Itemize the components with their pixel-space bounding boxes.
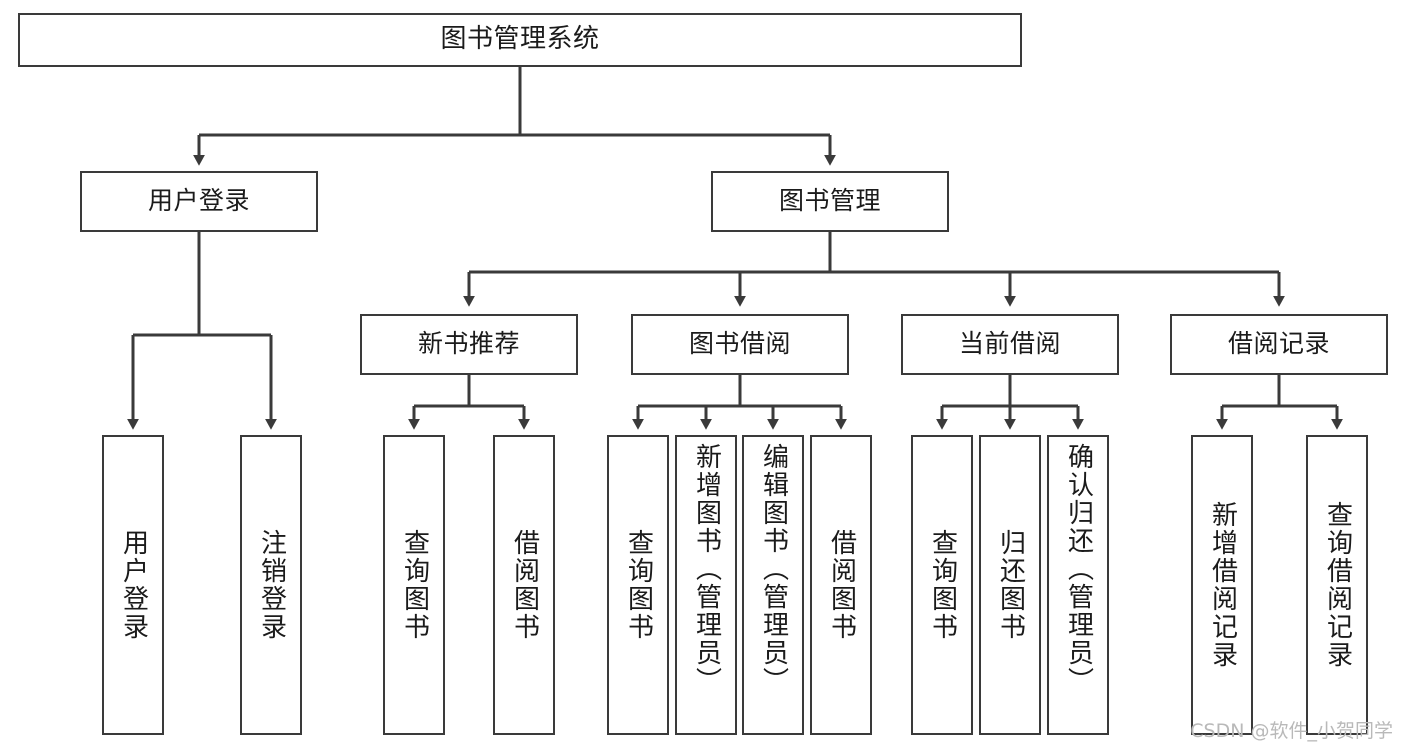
node-leaf-query-book-2-label: 查询图书 (623, 529, 654, 641)
node-book-borrow[interactable]: 图书借阅 (631, 314, 849, 375)
node-leaf-user-login[interactable]: 用户登录 (102, 435, 164, 735)
node-leaf-edit-book-label: 编辑图书（管理员） (758, 443, 789, 695)
node-leaf-query-book-3-label: 查询图书 (927, 529, 958, 641)
watermark: CSDN @软件_小贺同学 (1190, 720, 1393, 742)
node-leaf-query-book-1-label: 查询图书 (399, 529, 430, 641)
node-leaf-borrow-book-2[interactable]: 借阅图书 (810, 435, 872, 735)
node-leaf-user-logout[interactable]: 注销登录 (240, 435, 302, 735)
node-leaf-add-record-label: 新增借阅记录 (1207, 501, 1238, 669)
node-leaf-edit-book[interactable]: 编辑图书（管理员） (742, 435, 804, 735)
node-leaf-query-book-3[interactable]: 查询图书 (911, 435, 973, 735)
node-leaf-query-book-1[interactable]: 查询图书 (383, 435, 445, 735)
node-leaf-add-book[interactable]: 新增图书（管理员） (675, 435, 737, 735)
node-leaf-add-book-label: 新增图书（管理员） (691, 443, 722, 695)
node-current-borrow-label: 当前借阅 (958, 329, 1061, 359)
node-leaf-borrow-book-1[interactable]: 借阅图书 (493, 435, 555, 735)
node-user-login[interactable]: 用户登录 (80, 171, 318, 232)
node-new-book-recommend-label: 新书推荐 (417, 329, 520, 359)
node-borrow-record-label: 借阅记录 (1227, 329, 1330, 359)
node-book-manage[interactable]: 图书管理 (711, 171, 949, 232)
node-book-borrow-label: 图书借阅 (688, 329, 791, 359)
node-root[interactable]: 图书管理系统 (18, 13, 1022, 67)
node-leaf-query-record-label: 查询借阅记录 (1322, 501, 1353, 669)
node-root-label: 图书管理系统 (440, 24, 600, 55)
node-leaf-return-book-label: 归还图书 (995, 529, 1026, 641)
node-leaf-query-book-2[interactable]: 查询图书 (607, 435, 669, 735)
node-borrow-record[interactable]: 借阅记录 (1170, 314, 1388, 375)
node-current-borrow[interactable]: 当前借阅 (901, 314, 1119, 375)
node-leaf-return-book[interactable]: 归还图书 (979, 435, 1041, 735)
node-leaf-query-record[interactable]: 查询借阅记录 (1306, 435, 1368, 735)
node-leaf-confirm-return-label: 确认归还（管理员） (1063, 443, 1094, 695)
node-leaf-borrow-book-2-label: 借阅图书 (826, 529, 857, 641)
node-leaf-add-record[interactable]: 新增借阅记录 (1191, 435, 1253, 735)
node-leaf-user-login-label: 用户登录 (118, 529, 149, 641)
node-new-book-recommend[interactable]: 新书推荐 (360, 314, 578, 375)
node-user-login-label: 用户登录 (147, 186, 250, 216)
node-leaf-confirm-return[interactable]: 确认归还（管理员） (1047, 435, 1109, 735)
node-leaf-borrow-book-1-label: 借阅图书 (509, 529, 540, 641)
node-book-manage-label: 图书管理 (778, 186, 881, 216)
node-leaf-user-logout-label: 注销登录 (256, 529, 287, 641)
